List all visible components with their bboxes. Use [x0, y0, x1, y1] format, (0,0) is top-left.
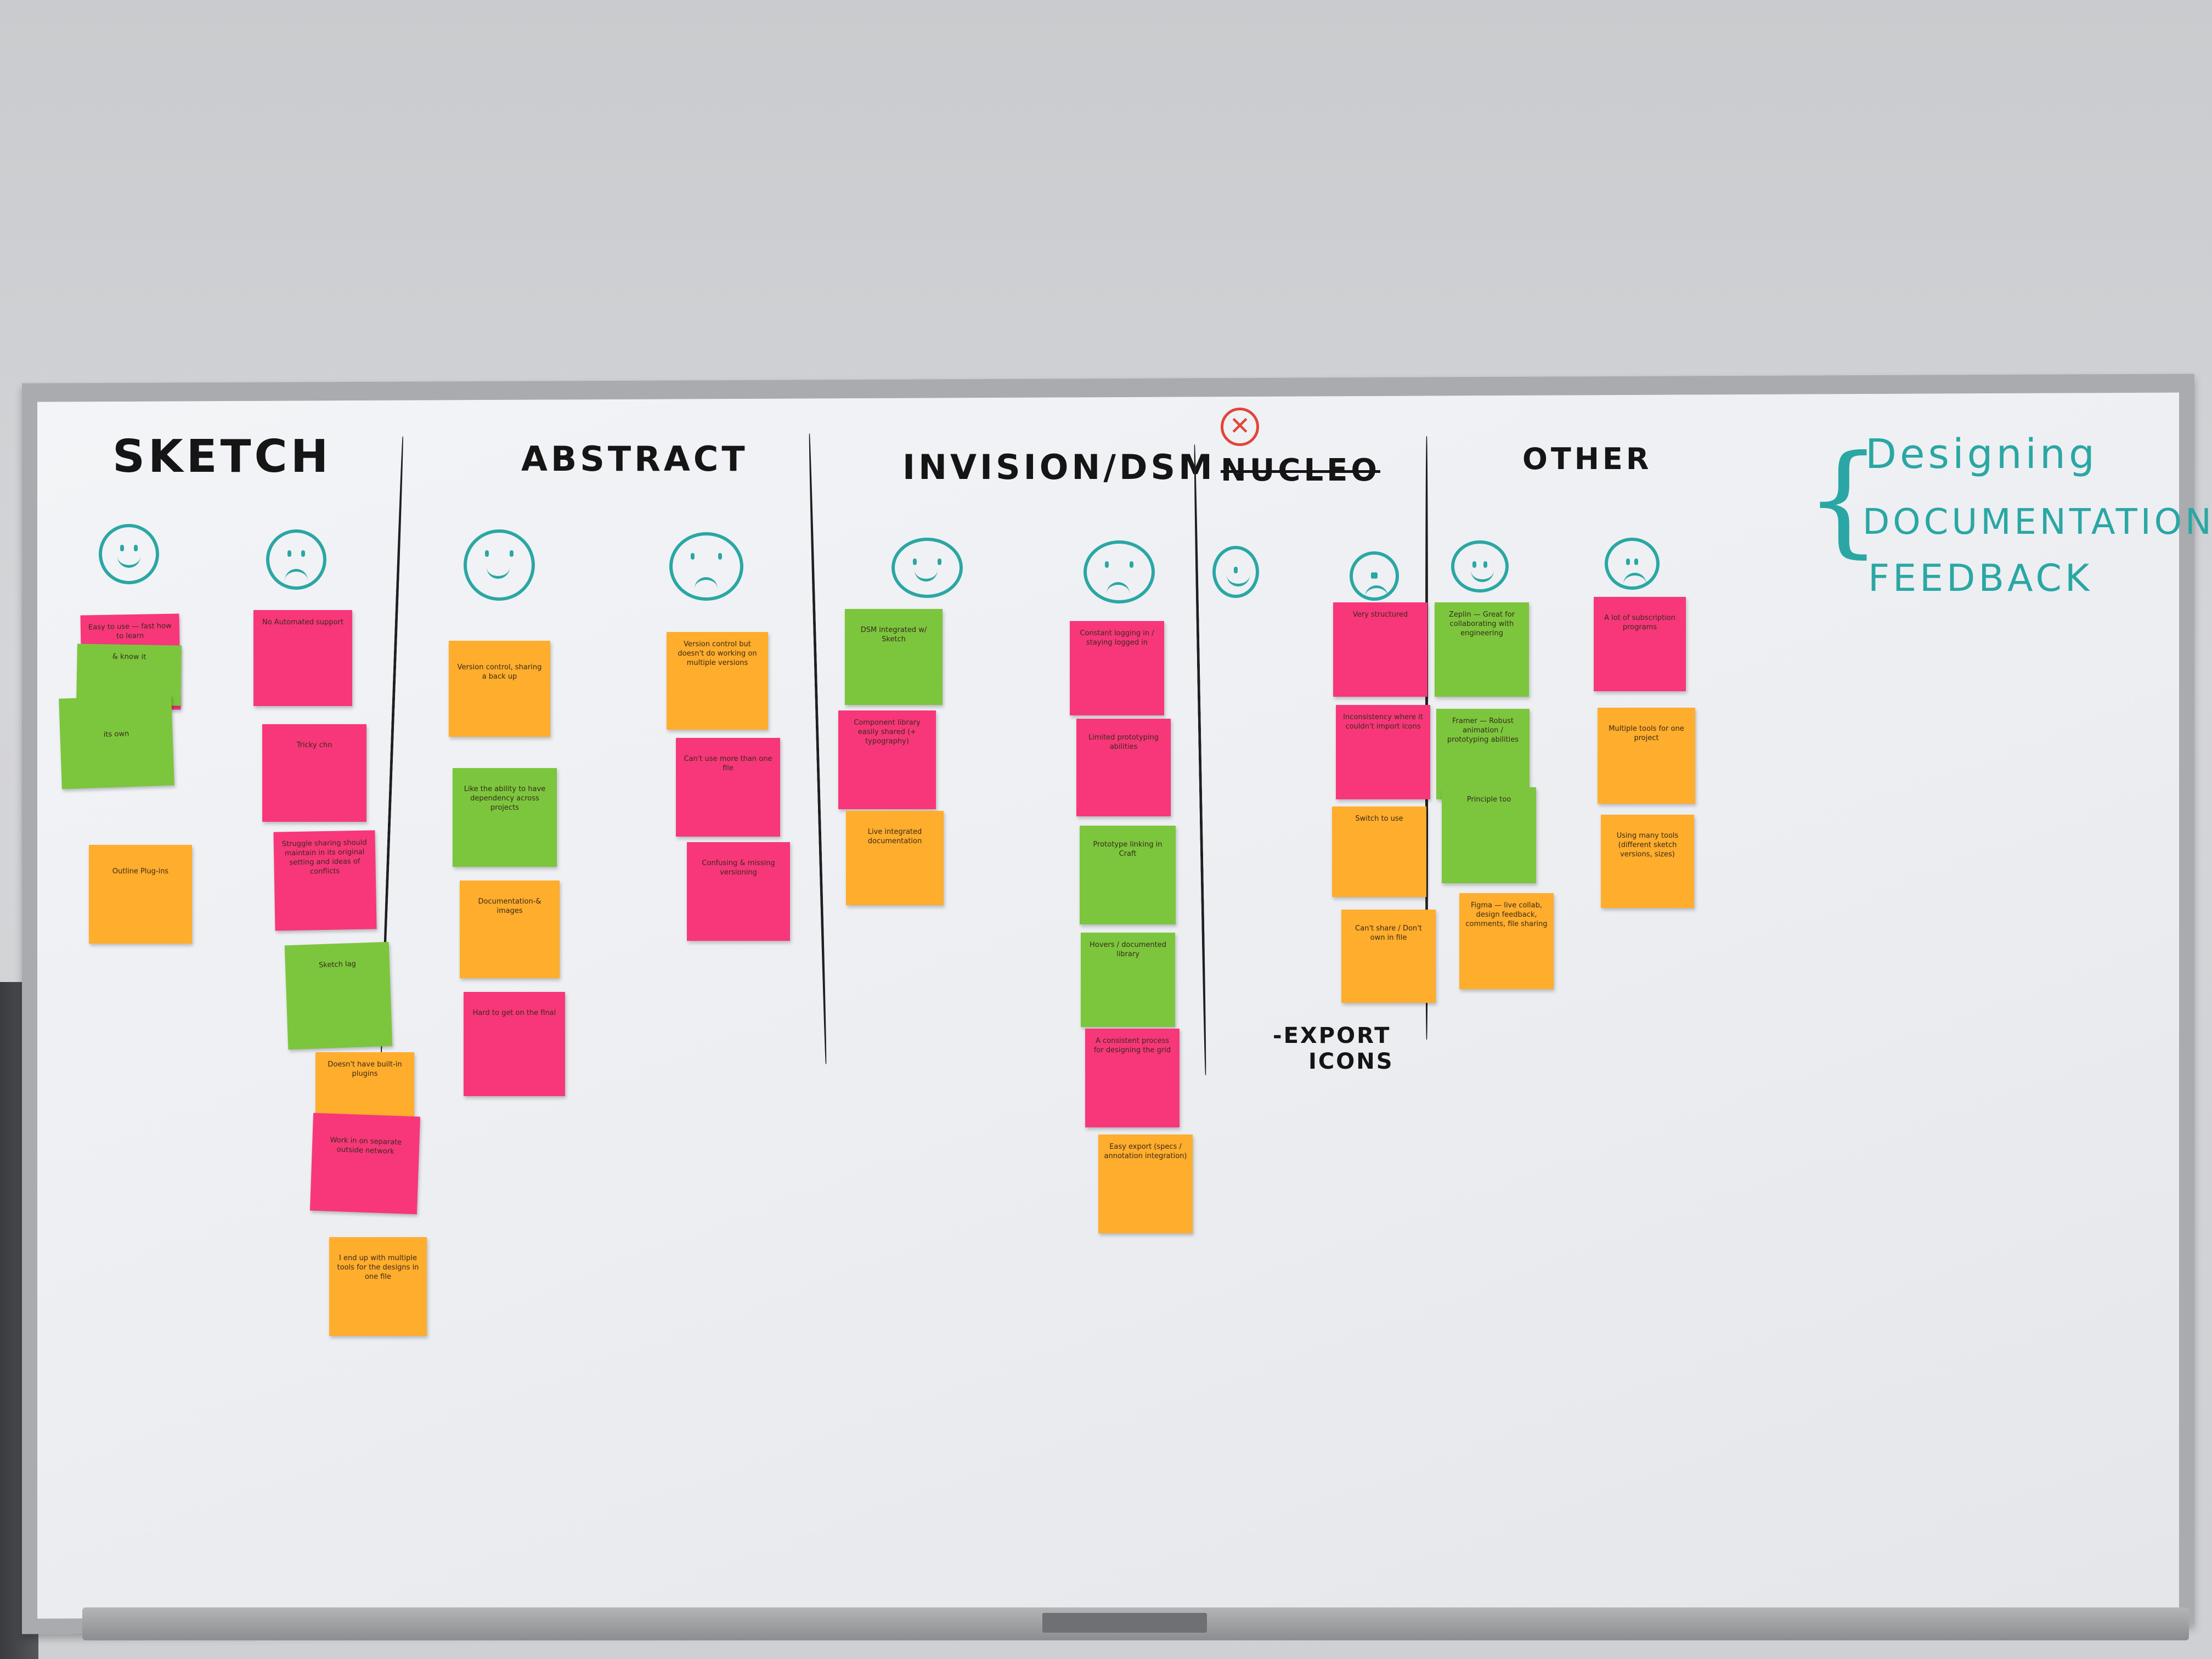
- sticky-note: Component library easily shared (+ typog…: [838, 710, 936, 809]
- sticky-note: No Automated support: [253, 610, 352, 706]
- heading-nucleo-crossed: NUCLEO: [1221, 453, 1380, 488]
- sticky-note: Hovers / documented library: [1081, 933, 1175, 1027]
- legend-designing: Designing: [1865, 431, 2098, 478]
- sticky-note: Outline Plug-ins: [89, 845, 192, 944]
- sticky-note: Work in on separate outside network: [309, 1113, 421, 1215]
- sticky-note: Documentation-& images: [460, 881, 560, 978]
- happy-face-icon: [891, 538, 963, 598]
- sticky-note: Can't use more than one file: [676, 738, 780, 837]
- sticky-note: Prototype linking in Craft: [1080, 826, 1176, 924]
- annotation-export: -EXPORT: [1273, 1023, 1391, 1048]
- sticky-note: Zeplin — Great for collaborating with en…: [1435, 602, 1529, 697]
- sticky-note: Very structured: [1333, 602, 1427, 697]
- sad-face-icon: [1084, 540, 1155, 603]
- legend-brace-icon: {: [1805, 429, 1882, 569]
- sad-face-icon: [266, 529, 326, 590]
- happy-face-icon: [1212, 546, 1259, 598]
- sticky-note: Multiple tools for one project: [1598, 708, 1695, 804]
- sticky-note: Framer — Robust animation / prototyping …: [1436, 709, 1530, 799]
- sticky-note: Limited prototyping abilities: [1076, 719, 1171, 816]
- sticky-note: A consistent process for designing the g…: [1085, 1029, 1180, 1127]
- sticky-note: Constant logging in / staying logged in: [1070, 621, 1164, 715]
- sticky-note: Confusing & missing versioning: [687, 842, 790, 941]
- sticky-note: Live integrated documentation: [846, 811, 944, 905]
- sticky-note: A lot of subscription programs: [1594, 597, 1686, 691]
- happy-face-icon: [1451, 540, 1509, 592]
- sticky-note: Struggle sharing should maintain in its …: [273, 830, 377, 931]
- annotation-icons: ICONS: [1308, 1049, 1394, 1074]
- legend-documentation: DOCUMENTATION: [1863, 502, 2212, 543]
- heading-invision-dsm: INVISION/DSM: [902, 447, 1216, 487]
- sticky-note: Using many tools (different sketch versi…: [1601, 815, 1694, 908]
- sticky-note: its own: [59, 695, 174, 789]
- sticky-note: Version control, sharing a back up: [449, 641, 550, 737]
- red-x-mark-icon: ✕: [1221, 408, 1259, 446]
- sticky-note: Inconsistency where it couldn't import i…: [1336, 705, 1430, 799]
- sticky-note: Tricky chn: [262, 724, 366, 822]
- sticky-note: I end up with multiple tools for the des…: [329, 1237, 427, 1336]
- sticky-note: Principle too: [1442, 787, 1536, 883]
- sad-face-icon: [669, 532, 743, 601]
- sticky-note: Can't share / Don't own in file: [1341, 910, 1436, 1003]
- sticky-note: Sketch lag: [284, 941, 393, 1050]
- sticky-note: Like the ability to have dependency acro…: [453, 768, 557, 867]
- whiteboard-label-plate: [1042, 1613, 1207, 1633]
- sticky-note: Version control but doesn't do working o…: [667, 632, 768, 730]
- happy-face-icon: [99, 524, 159, 584]
- sticky-note: DSM integrated w/ Sketch: [845, 609, 943, 705]
- happy-face-icon: [464, 529, 535, 601]
- sticky-note: Switch to use: [1332, 806, 1426, 897]
- heading-sketch: SKETCH: [112, 431, 332, 483]
- sad-face-icon: [1350, 551, 1399, 601]
- sticky-note: Hard to get on the final: [464, 992, 565, 1096]
- sticky-note: Easy export (specs / annotation integrat…: [1098, 1135, 1193, 1233]
- heading-other: OTHER: [1522, 442, 1652, 476]
- heading-abstract: ABSTRACT: [521, 439, 748, 479]
- legend-feedback: FEEDBACK: [1868, 557, 2093, 600]
- sad-face-icon: [1605, 538, 1660, 590]
- sticky-note: Figma — live collab, design feedback, co…: [1459, 893, 1554, 989]
